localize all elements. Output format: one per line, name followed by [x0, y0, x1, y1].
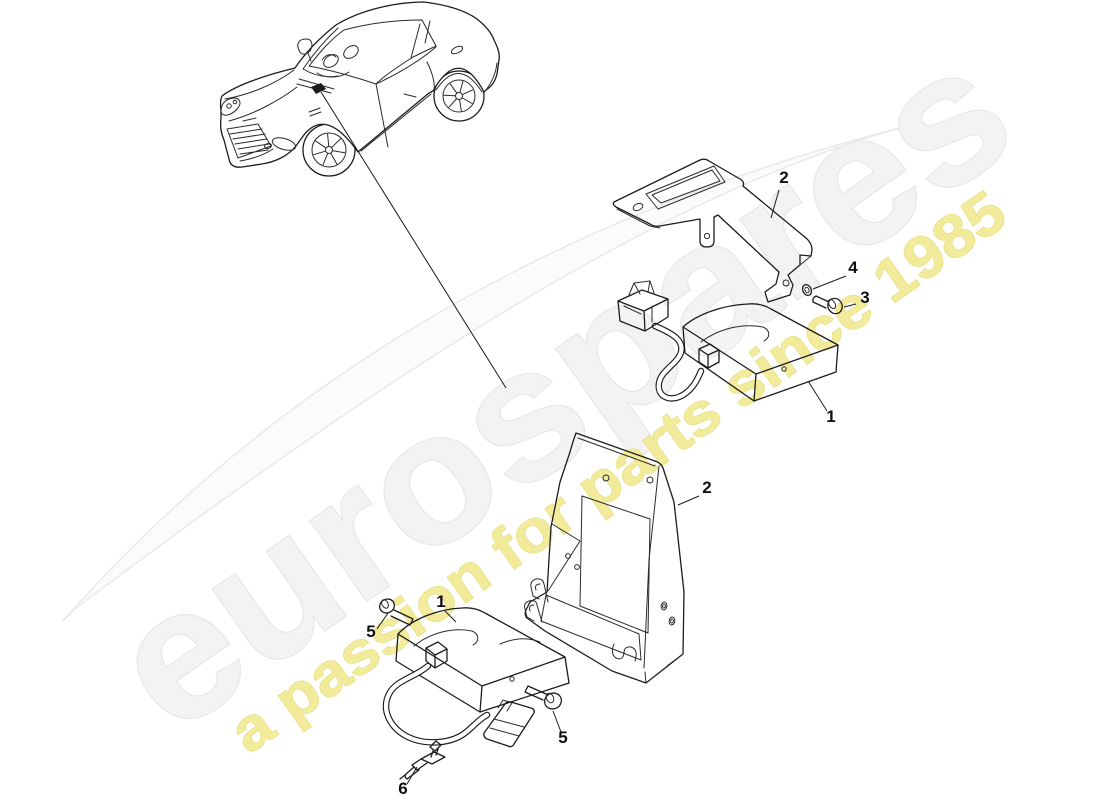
lower-bracket-creases [547, 523, 581, 592]
side-intake [271, 137, 297, 151]
car-leader-line [320, 91, 507, 389]
callout-washer[interactable]: 4 [848, 258, 858, 277]
flange-hole-2 [668, 616, 676, 626]
car-front-details [220, 45, 464, 162]
rear-wheel-spokes [443, 81, 474, 112]
module-location-mark [311, 83, 326, 94]
screw-part-5-right [524, 685, 563, 710]
callout-screw-right[interactable]: 5 [558, 728, 567, 747]
lower-bracket-shelf [540, 594, 642, 661]
callout-module-lower[interactable]: 1 [436, 592, 445, 611]
lower-bracket-tab-1 [530, 578, 549, 603]
flange-hole-2-rim [670, 618, 674, 624]
lower-bracket-hole-2 [646, 476, 654, 484]
upper-module-part-1 [617, 280, 839, 402]
upper-bracket-part-2 [612, 158, 813, 303]
fuel-filler [450, 45, 464, 55]
upper-module-top-curves [700, 325, 770, 343]
upper-module-body [682, 303, 839, 402]
lower-harness-connector [483, 699, 535, 748]
lower-bracket-inner-panel [579, 495, 651, 634]
callout-labels: 2 4 3 1 2 1 5 5 6 [366, 168, 869, 798]
fender-strake [308, 107, 322, 117]
bolt-part-3 [812, 295, 843, 315]
lower-module-cable-core [383, 663, 490, 745]
callout-clip[interactable]: 6 [398, 779, 407, 798]
callout-bolt[interactable]: 3 [860, 288, 869, 307]
leader-bracket-lower [677, 495, 700, 506]
leader-bracket-upper [770, 189, 780, 219]
upper-module-dot [781, 366, 787, 372]
upper-bracket-window [645, 165, 726, 210]
lower-bracket-hole-4 [574, 564, 580, 570]
washer-part-4 [801, 283, 813, 297]
headlight [220, 97, 241, 116]
upper-bracket-creases [616, 208, 812, 266]
leader-clip [406, 766, 418, 785]
upper-bracket-slot [632, 202, 644, 212]
leader-module-lower [444, 610, 457, 623]
leader-screw-right [552, 710, 562, 733]
upper-module-plug [698, 343, 720, 369]
leader-screw-left [376, 612, 389, 630]
front-wheel-spokes [313, 133, 346, 166]
car-side-mirror [297, 38, 313, 62]
watermark-layer: eurospares a passion for parts since 198… [61, 4, 1048, 772]
callout-screw-left[interactable]: 5 [366, 622, 375, 641]
lower-bracket-slot-cutout [611, 643, 637, 662]
leader-bolt [843, 303, 857, 308]
callout-leaders [376, 189, 857, 785]
lower-bracket-part-2 [524, 432, 685, 684]
car-glasshouse [296, 19, 437, 94]
lower-module-dot [509, 676, 515, 682]
flange-hole-1 [660, 601, 668, 611]
lower-bracket-tab-2 [524, 600, 543, 623]
fog-lamp [264, 142, 272, 150]
lower-module-body [395, 607, 570, 713]
lower-module-part-1 [382, 607, 570, 748]
screw-part-5-left [379, 598, 414, 626]
upper-bracket-foot-hole [782, 279, 790, 287]
upper-bracket-tab-hole [703, 232, 711, 240]
leader-module-upper [807, 380, 828, 412]
upper-harness-connector [617, 280, 669, 332]
callout-bracket-upper[interactable]: 2 [779, 168, 788, 187]
upper-bracket-outline [612, 158, 813, 303]
leader-washer [812, 275, 847, 290]
lower-module-plug [425, 641, 448, 669]
callout-bracket-lower[interactable]: 2 [702, 478, 711, 497]
watermark-swoosh [61, 127, 901, 623]
front-bumper-blade [239, 148, 274, 162]
flange-hole-1-rim [662, 603, 666, 609]
clip-part-6 [399, 740, 446, 780]
car-rear-wheel [433, 70, 485, 122]
badge [242, 117, 257, 122]
lower-module-top-curves [413, 629, 541, 647]
upper-module-cable-core [652, 323, 704, 401]
car-illustration [219, 1, 500, 177]
car-panel-lines [224, 46, 498, 152]
car-interior [316, 45, 359, 78]
lower-bracket-hole-1 [602, 474, 610, 482]
callout-module-upper[interactable]: 1 [826, 407, 835, 426]
